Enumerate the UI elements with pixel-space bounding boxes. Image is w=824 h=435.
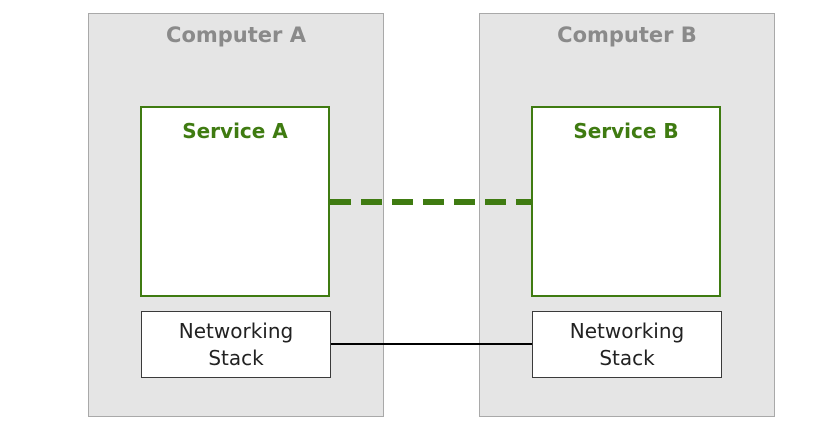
computer-a-title: Computer A <box>166 23 306 47</box>
service-a-box: Service A <box>140 106 330 297</box>
networking-stack-a-label: Networking Stack <box>178 318 294 370</box>
service-b-title: Service B <box>573 119 679 143</box>
computer-b-title: Computer B <box>557 23 697 47</box>
service-b-box: Service B <box>531 106 721 297</box>
networking-stack-b: Networking Stack <box>532 311 722 378</box>
networking-stack-b-label: Networking Stack <box>569 318 685 370</box>
networking-stack-a: Networking Stack <box>141 311 331 378</box>
service-a-title: Service A <box>182 119 288 143</box>
